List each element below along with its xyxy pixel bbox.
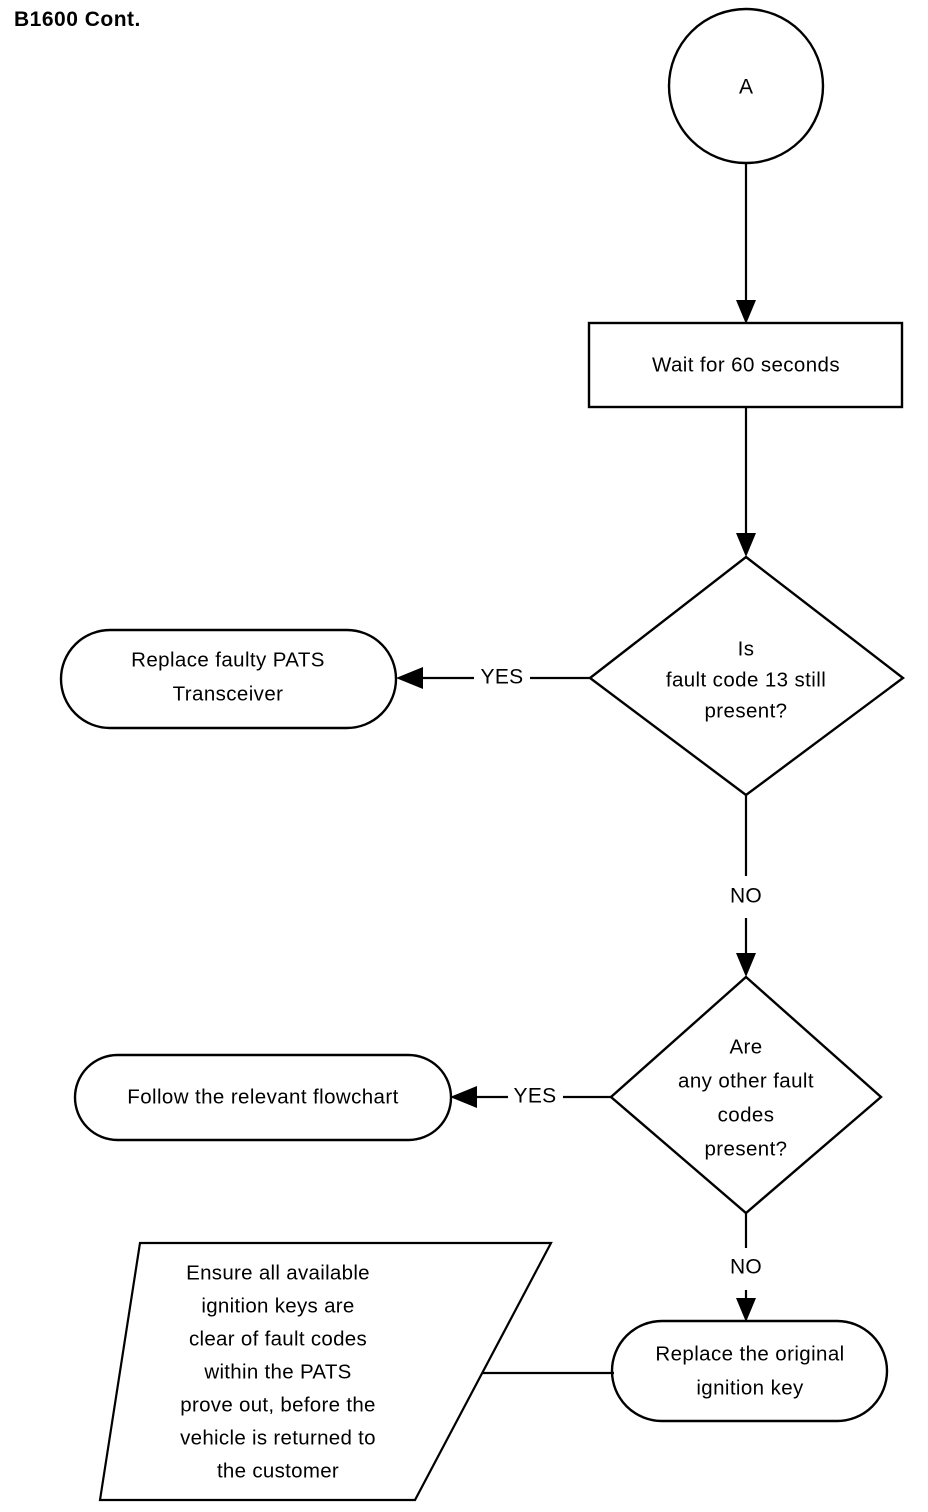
node-decision-fault-code-13[interactable]: Is fault code 13 still present? bbox=[588, 555, 905, 797]
note-line7: the customer bbox=[217, 1459, 339, 1482]
decision-fault13-line1: Is bbox=[738, 637, 755, 660]
note-parallelogram-shape bbox=[98, 1241, 553, 1502]
connector-a-label: A bbox=[739, 76, 753, 99]
edge-label-no-other-codes: NO bbox=[730, 1256, 762, 1279]
arrowhead-icon bbox=[736, 300, 756, 324]
note-line1: Ensure all available bbox=[186, 1261, 370, 1284]
replace-transceiver-line2: Transceiver bbox=[173, 682, 284, 705]
decision-other-codes-line3: codes bbox=[718, 1103, 775, 1126]
arrowhead-icon bbox=[736, 1298, 756, 1322]
edge-label-no-fault13: NO bbox=[730, 885, 762, 908]
decision-fault13-line2: fault code 13 still bbox=[666, 668, 826, 691]
edge-label-yes-other-codes: YES bbox=[514, 1085, 557, 1108]
decision-other-codes-line2: any other fault bbox=[678, 1069, 814, 1092]
replace-key-line1: Replace the original bbox=[655, 1342, 844, 1365]
terminator-shape bbox=[610, 1319, 889, 1423]
edge-decision-other-codes-no: NO bbox=[730, 1213, 762, 1322]
edge-decision-fault13-no: NO bbox=[730, 795, 762, 977]
decision-fault13-line3: present? bbox=[705, 699, 788, 722]
decision-other-codes-line4: present? bbox=[705, 1137, 788, 1160]
edge-decision-fault13-yes: YES bbox=[396, 666, 590, 689]
arrowhead-icon bbox=[396, 667, 423, 689]
node-connector-a[interactable]: A bbox=[667, 7, 825, 165]
replace-transceiver-line1: Replace faulty PATS bbox=[131, 648, 325, 671]
page-title: B1600 Cont. bbox=[14, 8, 141, 31]
decision-other-codes-line1: Are bbox=[729, 1035, 762, 1058]
decision-diamond-shape bbox=[609, 975, 883, 1215]
note-line3: clear of fault codes bbox=[189, 1327, 367, 1350]
wait-box-label: Wait for 60 seconds bbox=[652, 353, 840, 376]
note-line4: within the PATS bbox=[203, 1360, 351, 1383]
note-line5: prove out, before the bbox=[180, 1393, 375, 1416]
terminator-shape bbox=[73, 1053, 453, 1142]
note-line2: ignition keys are bbox=[201, 1294, 354, 1317]
arrowhead-icon bbox=[736, 533, 756, 557]
note-line6: vehicle is returned to bbox=[180, 1426, 376, 1449]
process-rect-shape bbox=[587, 321, 904, 409]
node-follow-the-relevant-flowchart[interactable]: Follow the relevant flowchart bbox=[73, 1053, 453, 1142]
edge-label-yes-fault13: YES bbox=[481, 666, 524, 689]
replace-key-line2: ignition key bbox=[696, 1376, 804, 1399]
node-note-ensure-keys-clear[interactable]: Ensure all available ignition keys are c… bbox=[98, 1241, 553, 1502]
node-replace-faulty-pats-transceiver[interactable]: Replace faulty PATS Transceiver bbox=[59, 628, 398, 730]
arrowhead-icon bbox=[736, 953, 756, 977]
terminator-shape bbox=[59, 628, 398, 730]
node-replace-the-original-ignition-key[interactable]: Replace the original ignition key bbox=[610, 1319, 889, 1423]
edge-a-to-wait bbox=[736, 163, 756, 324]
node-decision-other-fault-codes[interactable]: Are any other fault codes present? bbox=[609, 975, 883, 1215]
follow-flowchart-label: Follow the relevant flowchart bbox=[127, 1085, 398, 1108]
edge-decision-other-codes-yes: YES bbox=[450, 1085, 611, 1108]
node-wait-for-60-seconds[interactable]: Wait for 60 seconds bbox=[587, 321, 904, 409]
arrowhead-icon bbox=[450, 1086, 477, 1108]
edge-wait-to-decision-fault13 bbox=[736, 407, 756, 557]
